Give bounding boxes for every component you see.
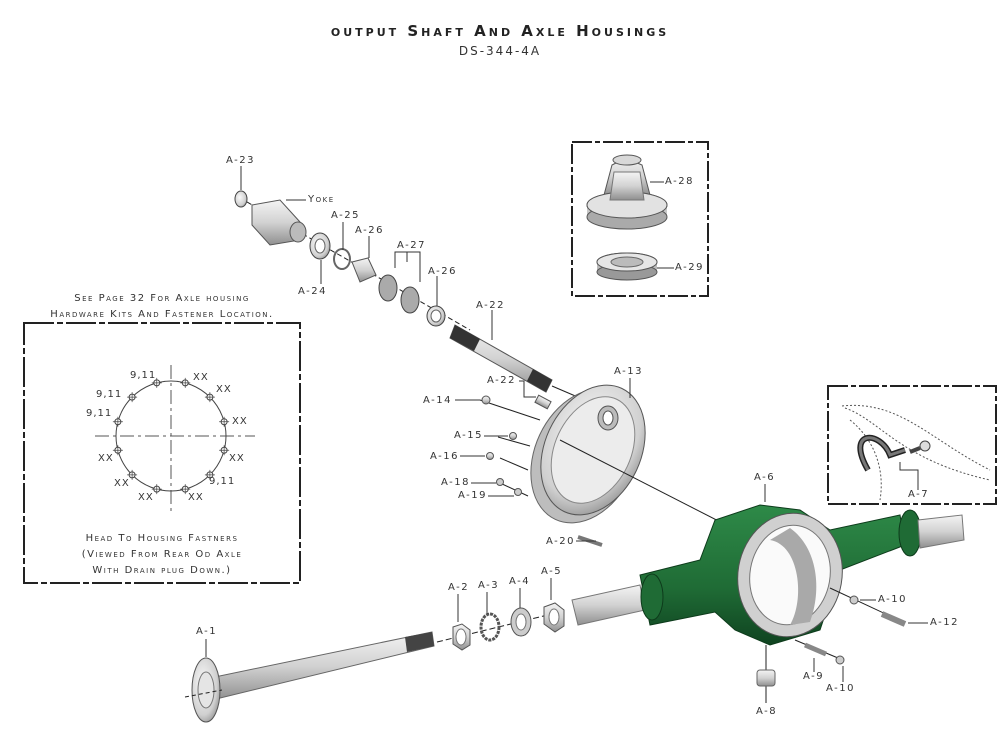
fastener-caption-line2: (Viewed From Rear Od Axle [81,549,243,560]
inset-box-breather [827,385,997,505]
label-a16: A-16 [430,451,459,462]
part-a6-housing [571,504,965,646]
yoke-assembly [234,190,471,331]
part-a26-left [351,257,377,283]
label-a28: A-28 [665,176,694,187]
fastener-diagram-box: 9,11 XX XX XX XX 9,11 XX XX XX XX 9,11 9… [23,322,301,584]
part-a1-axle-shaft [184,611,561,723]
bolt-hole-crosshair [204,392,215,403]
label-a10-bottom: A-10 [826,683,855,694]
label-a7: A-7 [908,489,930,500]
bolt-label: XX [188,492,204,503]
part-a13-cover [530,384,646,524]
label-a10-top: A-10 [878,594,907,605]
fastener-caption-line3: With Drain plug Down.) [92,565,232,576]
label-a2: A-2 [448,582,470,593]
leader-a14 [479,399,541,421]
output-shaft [449,324,581,410]
bolt-label: 9,11 [209,476,235,487]
bolt-label: XX [216,384,232,395]
bolt-hole-crosshair [127,392,138,403]
bolt-hole-crosshair [219,416,230,427]
label-a22-mid: A-22 [487,375,516,386]
label-a18: A-18 [441,477,470,488]
label-a26-left: A-26 [355,225,384,236]
bolt-hole-crosshair [180,484,191,495]
bolt-label: 9,11 [86,408,112,419]
label-a12: A-12 [930,617,959,628]
label-a4: A-4 [509,576,531,587]
bolt-hole-crosshair [204,469,215,480]
part-a27-cone2 [400,286,420,314]
bolt-label: 9,11 [96,389,122,400]
part-a3 [479,612,501,642]
part-a23 [234,190,248,208]
bolt-label: XX [98,453,114,464]
page-title: output Shaft And Axle Housings [330,22,670,40]
label-yoke: Yoke [308,194,335,205]
part-a25 [333,248,351,270]
bolt-hole-crosshair [112,445,123,456]
inset-box-pinion-bearing [571,141,709,297]
bolt-hole-crosshair [127,469,138,480]
bolt-label: XX [193,372,209,383]
bolt-label: 9,11 [130,370,156,381]
label-a26-right: A-26 [428,266,457,277]
bolt-label: XX [229,453,245,464]
label-a14: A-14 [423,395,452,406]
alignment-line [559,439,741,533]
bolt-label: XX [138,492,154,503]
axle-nut-stack [452,602,565,651]
bolt-hole-crosshair [180,377,191,388]
bolt-holes [112,377,230,495]
label-a20: A-20 [546,536,575,547]
label-a29: A-29 [675,262,704,273]
hardware-note-line1: See Page 32 For Axle housing [74,293,250,304]
label-a23: A-23 [226,155,255,166]
bolt-hole-crosshair [151,377,162,388]
label-a27: A-27 [397,240,426,251]
bolt-label: XX [114,478,130,489]
leader-lines [205,166,928,682]
bolt-hole-crosshair [151,484,162,495]
label-a13: A-13 [614,366,643,377]
fastener-caption-line1: Head To Housing Fastners [85,533,239,544]
label-a1: A-1 [196,626,218,637]
part-a27-cone1 [378,274,398,302]
label-a3: A-3 [478,580,500,591]
label-a22-top: A-22 [476,300,505,311]
label-a24: A-24 [298,286,327,297]
page-subtitle: DS-344-4A [458,44,542,58]
label-a9: A-9 [803,671,825,682]
bolt-label: XX [232,416,248,427]
label-a15: A-15 [454,430,483,441]
bolt-circle [115,380,227,492]
label-a6: A-6 [754,472,776,483]
label-a19: A-19 [458,490,487,501]
bolt-hole-crosshair [219,445,230,456]
bolt-hole-crosshair [112,416,123,427]
label-a5: A-5 [541,566,563,577]
label-a25: A-25 [331,210,360,221]
label-a8: A-8 [756,706,778,717]
hardware-note-line2: Hardware Kits And Fastener Location. [50,309,274,320]
